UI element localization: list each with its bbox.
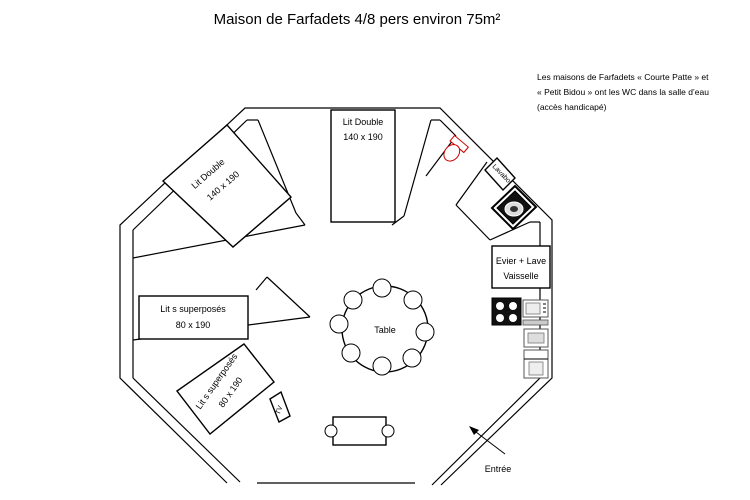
toilet-icon bbox=[443, 134, 470, 162]
chair bbox=[403, 290, 423, 310]
plan-title: Maison de Farfadets 4/8 pers environ 75m… bbox=[214, 11, 501, 28]
tv-label: TV bbox=[275, 405, 285, 416]
chair bbox=[372, 356, 392, 376]
chair bbox=[343, 290, 363, 310]
bed-double-top: Lit Double 140 x 190 bbox=[330, 109, 396, 223]
table-label: Table bbox=[374, 325, 396, 335]
kitchen-sink: Evier + Lave Vaisselle bbox=[491, 245, 551, 289]
dining-table: Table bbox=[329, 278, 435, 376]
sink-label-1: Evier + Lave bbox=[496, 256, 546, 266]
tv: TV bbox=[269, 390, 291, 423]
sink-label-2: Vaisselle bbox=[503, 271, 538, 281]
note-line-1: Les maisons de Farfadets « Courte Patte … bbox=[537, 72, 709, 82]
entrance-label: Entrée bbox=[485, 464, 512, 474]
bunk-bottom: Lit s superposés 80 x 190 bbox=[175, 343, 275, 435]
chair bbox=[329, 314, 349, 334]
oven-icon bbox=[523, 328, 549, 348]
bed-double-top-label-2: 140 x 190 bbox=[343, 132, 383, 142]
shower-icon bbox=[490, 184, 538, 231]
chair bbox=[402, 348, 422, 368]
chair bbox=[372, 278, 392, 298]
chair bbox=[415, 322, 435, 342]
wc-note: Les maisons de Farfadets « Courte Patte … bbox=[537, 72, 709, 112]
chair bbox=[341, 343, 361, 363]
bunk-left: Lit s superposés 80 x 190 bbox=[138, 295, 249, 340]
bed-double-top-label-1: Lit Double bbox=[343, 117, 384, 127]
note-line-2: « Petit Bidou » ont les WC dans la salle… bbox=[537, 87, 709, 97]
fridge-icon bbox=[523, 349, 549, 379]
note-line-3: (accès handicapé) bbox=[537, 102, 607, 112]
bunk-left-label-1: Lit s superposés bbox=[160, 304, 226, 314]
entrance-arrow: Entrée bbox=[469, 426, 511, 474]
microwave-icon bbox=[522, 299, 549, 326]
bed-double-left: Lit Double 140 x 190 bbox=[161, 124, 292, 248]
cooktop-icon bbox=[491, 297, 522, 326]
bunk-left-label-2: 80 x 190 bbox=[176, 320, 211, 330]
lavabo: Lavabo bbox=[484, 156, 516, 192]
partitions bbox=[132, 119, 531, 341]
bench bbox=[324, 416, 395, 446]
